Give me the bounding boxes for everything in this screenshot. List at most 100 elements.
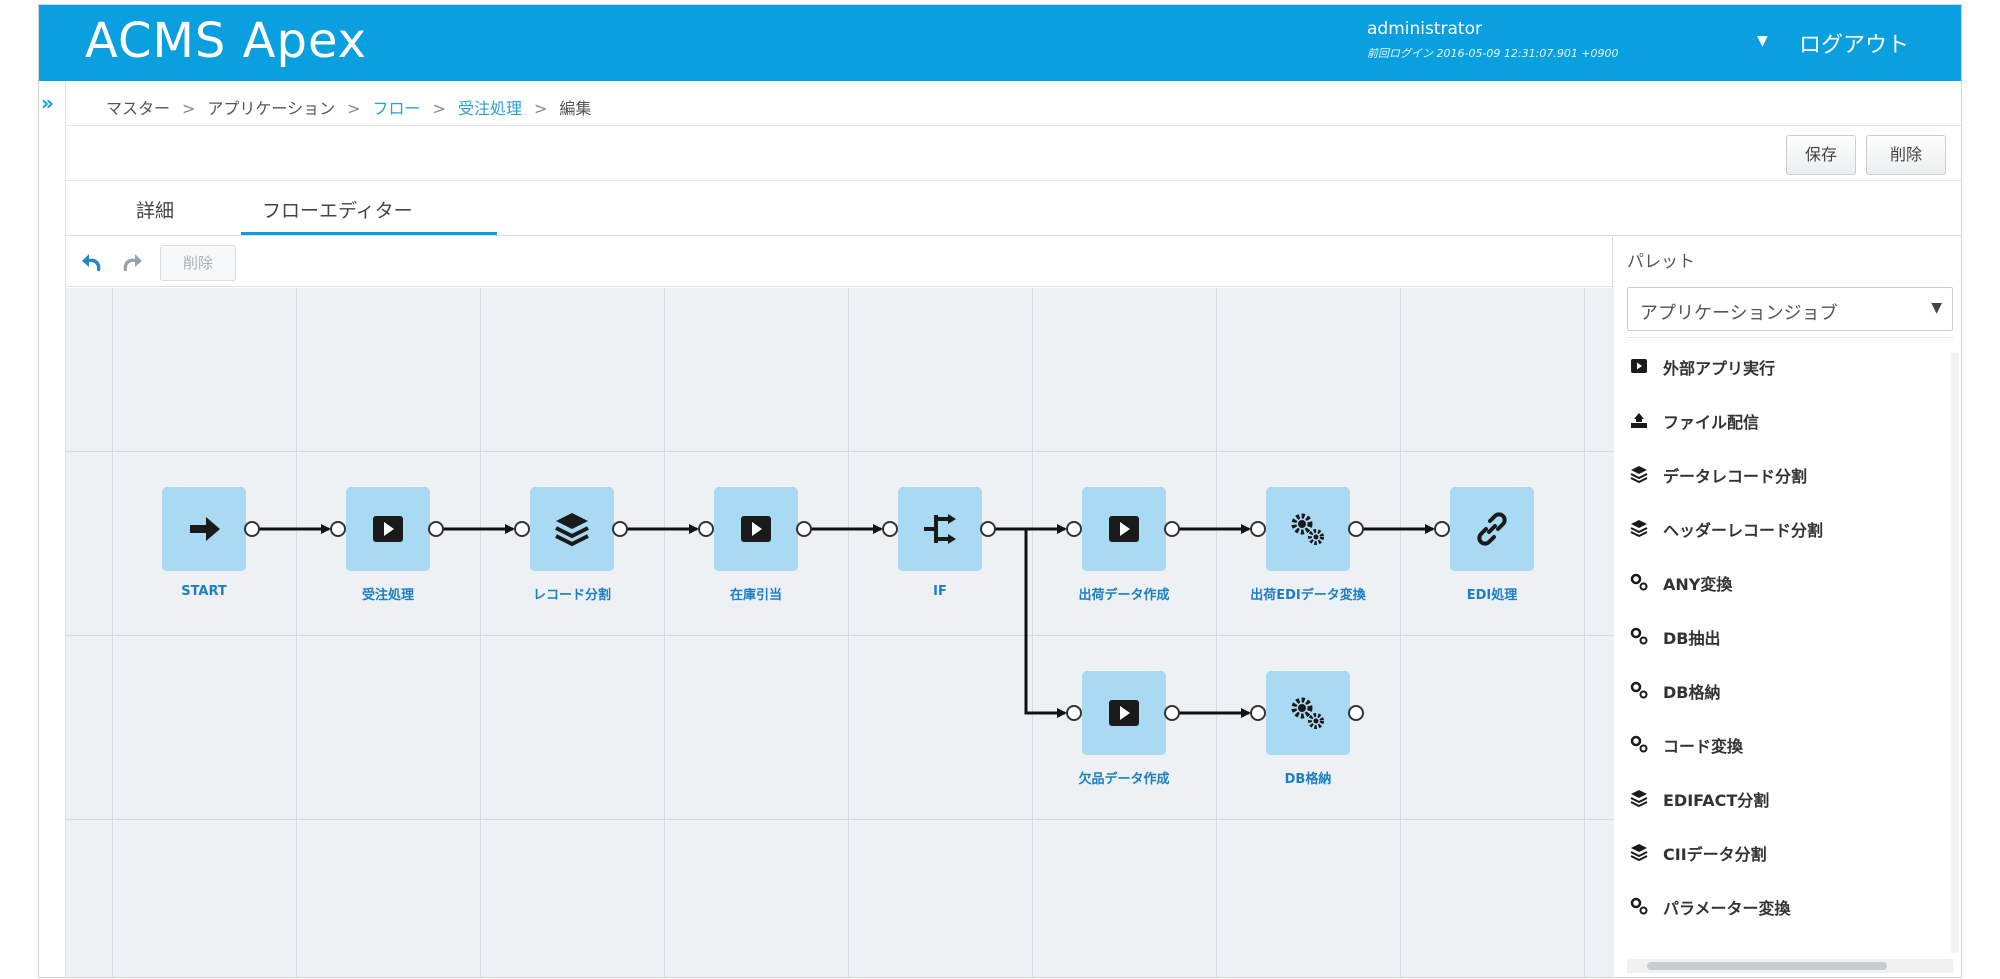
flow-node-split[interactable] bbox=[530, 487, 614, 571]
output-port[interactable] bbox=[1164, 705, 1180, 721]
flow-node-db[interactable] bbox=[1266, 671, 1350, 755]
undo-icon[interactable] bbox=[80, 251, 106, 275]
breadcrumb: マスター>アプリケーション>フロー>受注処理>編集 bbox=[106, 95, 591, 119]
palette-horizontal-scrollbar[interactable] bbox=[1627, 959, 1953, 973]
palette-item[interactable]: DB格納 bbox=[1627, 670, 1947, 710]
caret-down-icon[interactable]: ▼ bbox=[1757, 33, 1768, 49]
play-box-icon bbox=[1631, 359, 1647, 373]
layers-icon bbox=[555, 513, 589, 547]
input-port[interactable] bbox=[1066, 705, 1082, 721]
palette-item[interactable]: データレコード分割 bbox=[1627, 454, 1947, 494]
caret-down-icon: ▼ bbox=[1931, 300, 1942, 316]
flow-node-edi-conv[interactable] bbox=[1266, 487, 1350, 571]
grid-line bbox=[480, 288, 481, 977]
palette-list: 外部アプリ実行 ファイル配信 データレコード分割 ヘッダーレコード分割 ANY変… bbox=[1627, 337, 1953, 957]
flow-node-if[interactable] bbox=[898, 487, 982, 571]
gears-icon bbox=[1291, 513, 1324, 545]
grid-line bbox=[1584, 288, 1585, 977]
save-button[interactable]: 保存 bbox=[1786, 135, 1856, 175]
gears-icon bbox=[1630, 897, 1648, 915]
grid-line bbox=[848, 288, 849, 977]
flow-node-stock[interactable] bbox=[714, 487, 798, 571]
palette-title: パレット bbox=[1627, 252, 1695, 272]
flow-canvas[interactable]: START 受注処理 レコード分割 在庫引当 bbox=[66, 288, 1614, 977]
tab-details[interactable]: 詳細 bbox=[136, 200, 175, 222]
input-port[interactable] bbox=[882, 521, 898, 537]
palette-scrollbar[interactable] bbox=[1951, 353, 1959, 953]
output-port[interactable] bbox=[428, 521, 444, 537]
play-box-icon bbox=[1109, 516, 1139, 542]
breadcrumb-separator: > bbox=[432, 99, 446, 118]
grid-line bbox=[296, 288, 297, 977]
flow-editor: 削除 bbox=[65, 237, 1614, 977]
palette-item[interactable]: ANY変換 bbox=[1627, 562, 1947, 602]
redo-icon[interactable] bbox=[118, 251, 144, 275]
flow-node-short[interactable] bbox=[1082, 671, 1166, 755]
breadcrumb-item: 編集 bbox=[559, 99, 592, 118]
delete-node-button[interactable]: 削除 bbox=[160, 245, 236, 281]
flow-node-label: レコード分割 bbox=[532, 588, 611, 603]
palette-item[interactable]: ヘッダーレコード分割 bbox=[1627, 508, 1947, 548]
layers-icon bbox=[1630, 520, 1648, 538]
flow-node-label: 受注処理 bbox=[361, 588, 414, 603]
flow-connections bbox=[253, 524, 1435, 718]
header-bar: ACMS Apex administrator 前回ログイン 2016-05-0… bbox=[39, 5, 1961, 81]
palette-item[interactable]: CIIデータ分割 bbox=[1627, 832, 1947, 872]
last-login-text: 前回ログイン 2016-05-09 12:31:07.901 +0900 bbox=[1367, 47, 1619, 60]
logout-link[interactable]: ログアウト bbox=[1799, 33, 1910, 58]
output-port[interactable] bbox=[796, 521, 812, 537]
sidebar-expand-icon[interactable]: » bbox=[41, 91, 54, 115]
palette-item[interactable]: DB抽出 bbox=[1627, 616, 1947, 656]
grid-line bbox=[664, 288, 665, 977]
palette-category-select[interactable]: アプリケーションジョブ ▼ bbox=[1627, 287, 1953, 331]
tab-flow-editor[interactable]: フローエディター bbox=[262, 200, 413, 222]
grid-line bbox=[112, 288, 113, 977]
output-port[interactable] bbox=[980, 521, 996, 537]
palette-item[interactable]: EDIFACT分割 bbox=[1627, 778, 1947, 818]
gears-icon bbox=[1630, 627, 1648, 645]
delete-button[interactable]: 削除 bbox=[1866, 135, 1946, 175]
flow-node-label: 出荷データ作成 bbox=[1078, 588, 1170, 603]
output-port[interactable] bbox=[612, 521, 628, 537]
input-port[interactable] bbox=[1250, 705, 1266, 721]
active-tab-indicator bbox=[241, 232, 497, 235]
breadcrumb-item: アプリケーション bbox=[207, 99, 336, 118]
input-port[interactable] bbox=[514, 521, 530, 537]
output-port[interactable] bbox=[1348, 521, 1364, 537]
output-port[interactable] bbox=[1164, 521, 1180, 537]
flow-node-label: EDI処理 bbox=[1466, 588, 1518, 603]
input-port[interactable] bbox=[1066, 521, 1082, 537]
palette-item[interactable]: パラメーター変換 bbox=[1627, 886, 1947, 926]
palette-item[interactable]: 外部アプリ実行 bbox=[1627, 346, 1947, 386]
username[interactable]: administrator bbox=[1367, 19, 1482, 39]
flow-node-order[interactable] bbox=[346, 487, 430, 571]
flow-node-label: IF bbox=[933, 584, 947, 599]
input-port[interactable] bbox=[1250, 521, 1266, 537]
scrollbar-thumb[interactable] bbox=[1647, 962, 1887, 970]
palette-item[interactable]: ファイル配信 bbox=[1627, 400, 1947, 440]
link-icon bbox=[1477, 512, 1507, 546]
editor-toolbar: 削除 bbox=[66, 237, 1612, 287]
flow-node-label: 欠品データ作成 bbox=[1078, 772, 1170, 787]
breadcrumb-item[interactable]: 受注処理 bbox=[457, 99, 522, 118]
palette-item[interactable]: コード変換 bbox=[1627, 724, 1947, 764]
output-port[interactable] bbox=[244, 521, 260, 537]
flow-node-edi[interactable] bbox=[1450, 487, 1534, 571]
input-port[interactable] bbox=[330, 521, 346, 537]
input-port[interactable] bbox=[1434, 521, 1450, 537]
breadcrumb-bar: マスター>アプリケーション>フロー>受注処理>編集 bbox=[65, 82, 1961, 126]
upload-tray-icon bbox=[1631, 413, 1647, 428]
breadcrumb-separator: > bbox=[347, 99, 361, 118]
user-info[interactable]: administrator 前回ログイン 2016-05-09 12:31:07… bbox=[1367, 19, 1619, 61]
gears-icon bbox=[1630, 735, 1648, 753]
output-port[interactable] bbox=[1348, 705, 1364, 721]
flow-node-label: START bbox=[181, 584, 227, 599]
play-box-icon bbox=[741, 516, 771, 542]
gears-icon bbox=[1630, 573, 1648, 591]
input-port[interactable] bbox=[698, 521, 714, 537]
tab-bar: 詳細 フローエディター bbox=[65, 182, 1961, 236]
flow-node-start[interactable] bbox=[162, 487, 246, 571]
breadcrumb-item[interactable]: フロー bbox=[372, 99, 421, 118]
flow-node-ship[interactable] bbox=[1082, 487, 1166, 571]
flow-node-label: DB格納 bbox=[1284, 772, 1332, 787]
